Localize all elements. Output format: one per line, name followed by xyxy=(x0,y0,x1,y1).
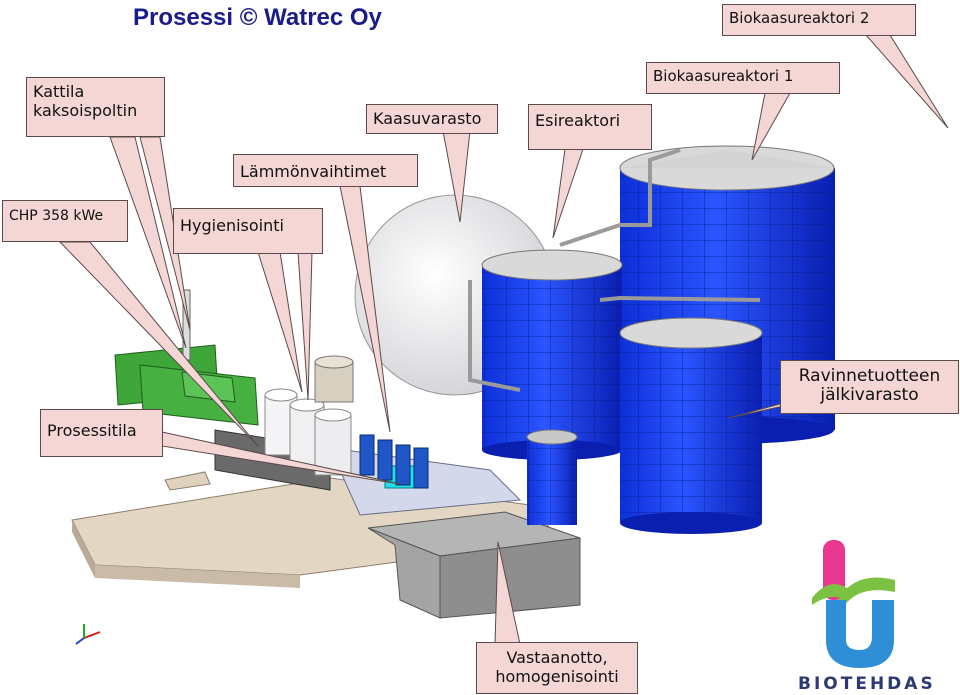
label-line-1: Kattila xyxy=(33,82,85,101)
hygienization-tanks xyxy=(264,355,354,476)
piping xyxy=(468,148,761,392)
label-line-1: Ravinnetuotteen xyxy=(798,366,941,386)
label-text: CHP 358 kWe xyxy=(9,208,104,224)
biotehdas-logo-icon xyxy=(812,540,895,668)
page-title: Prosessi © Watrec Oy xyxy=(133,4,382,31)
label-biokaasureaktori-2: Biokaasureaktori 2 xyxy=(722,4,916,36)
label-lammonvaihtimet: Lämmönvaihtimet xyxy=(233,154,418,187)
label-text: Biokaasureaktori 1 xyxy=(653,67,794,85)
label-text: Prosessitila xyxy=(47,421,137,440)
label-biokaasureaktori-1: Biokaasureaktori 1 xyxy=(646,62,840,94)
label-kattila-kaksoispoltin: Kattila kaksoispoltin xyxy=(26,77,165,137)
nutrient-post-storage xyxy=(619,317,763,534)
label-chp: CHP 358 kWe xyxy=(2,200,128,242)
label-text: Lämmönvaihtimet xyxy=(240,162,387,181)
label-line-2: kaksoispoltin xyxy=(33,101,138,120)
biotehdas-logo-text: BIOTEHDAS xyxy=(798,674,936,694)
label-text: Biokaasureaktori 2 xyxy=(729,9,870,27)
label-text: Kaasuvarasto xyxy=(373,109,482,128)
reception-pit xyxy=(367,511,581,619)
label-prosessitila: Prosessitila xyxy=(40,409,163,457)
label-esireaktori: Esireaktori xyxy=(528,104,652,150)
leader-lines xyxy=(58,34,949,645)
label-kaasuvarasto: Kaasuvarasto xyxy=(366,104,498,134)
label-hygienisointi: Hygienisointi xyxy=(173,208,323,254)
axis-triad-icon xyxy=(75,624,101,645)
label-text: Hygienisointi xyxy=(180,216,284,235)
label-line-2: jälkivarasto xyxy=(820,385,919,405)
label-ravinnetuotteen-jalkivarasto: Ravinnetuotteen jälkivarasto xyxy=(780,360,959,414)
pre-reactor xyxy=(481,249,623,460)
label-line-2: homogenisointi xyxy=(495,667,619,686)
label-text: Esireaktori xyxy=(535,111,621,130)
small-front-tank xyxy=(526,429,578,525)
label-vastaanotto-homogenisointi: Vastaanotto, homogenisointi xyxy=(476,642,638,694)
label-line-1: Vastaanotto, xyxy=(506,648,608,667)
heat-exchangers xyxy=(359,434,429,489)
